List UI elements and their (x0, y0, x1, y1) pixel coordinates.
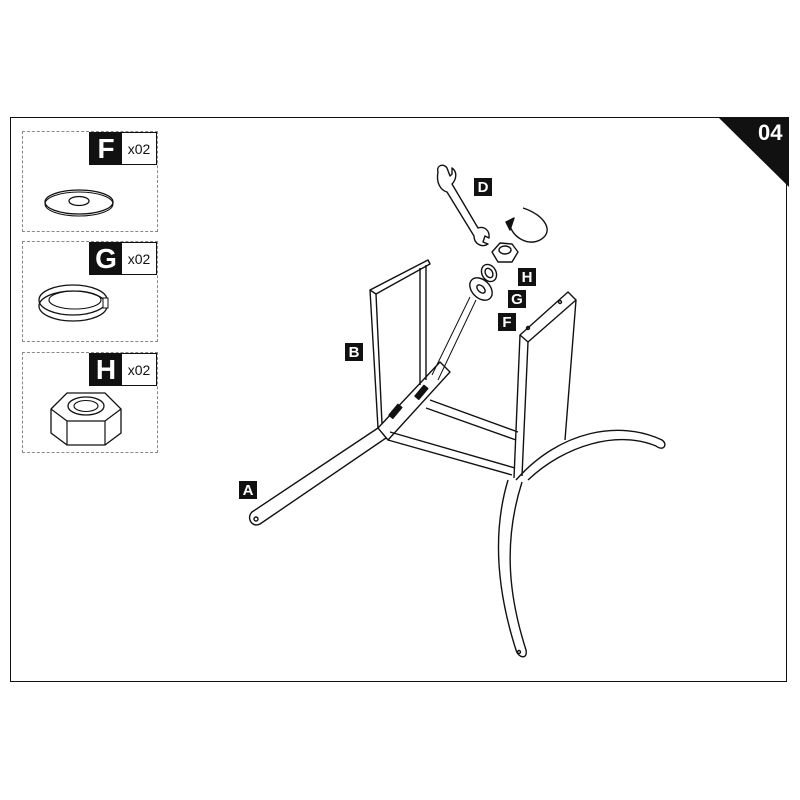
part-tag: G x02 (89, 242, 157, 275)
callout-h: H (518, 268, 536, 286)
rotate-arrow-icon (509, 207, 548, 243)
callout-f: F (498, 313, 516, 331)
spring-washer-icon (480, 263, 498, 283)
part-box-g: G x02 (22, 241, 158, 342)
right-upright (513, 291, 577, 479)
part-letter: F (90, 133, 122, 164)
step-corner-badge (718, 117, 789, 187)
curved-leg (497, 429, 666, 658)
hex-nut-icon (50, 392, 122, 446)
callout-b: B (345, 343, 363, 361)
guide-lines (431, 296, 477, 381)
bracket (377, 361, 451, 441)
part-letter: H (90, 354, 122, 385)
part-letter: G (90, 243, 122, 274)
callout-g: G (508, 290, 526, 308)
flat-washer-icon (469, 277, 493, 301)
part-quantity: x02 (122, 243, 156, 274)
instruction-frame (10, 117, 787, 682)
part-box-f: F x02 (22, 131, 158, 232)
callout-a: A (239, 481, 257, 499)
bolt-icon (388, 403, 403, 419)
panel-b (369, 259, 431, 429)
bolt-icon (414, 384, 429, 400)
part-tag: F x02 (89, 132, 157, 165)
cross-rails (387, 399, 519, 476)
step-number: 04 (758, 120, 783, 145)
part-box-h: H x02 (22, 352, 158, 453)
spring-washer-icon (38, 284, 109, 322)
callout-d: D (474, 178, 492, 196)
rotate-arrowhead-icon (505, 217, 515, 231)
flat-washer-icon (44, 189, 114, 217)
wrench-icon (436, 164, 490, 247)
part-quantity: x02 (122, 133, 156, 164)
leg-a (248, 427, 387, 526)
part-tag: H x02 (89, 353, 157, 386)
part-quantity: x02 (122, 354, 156, 385)
hex-nut-icon (491, 242, 519, 263)
